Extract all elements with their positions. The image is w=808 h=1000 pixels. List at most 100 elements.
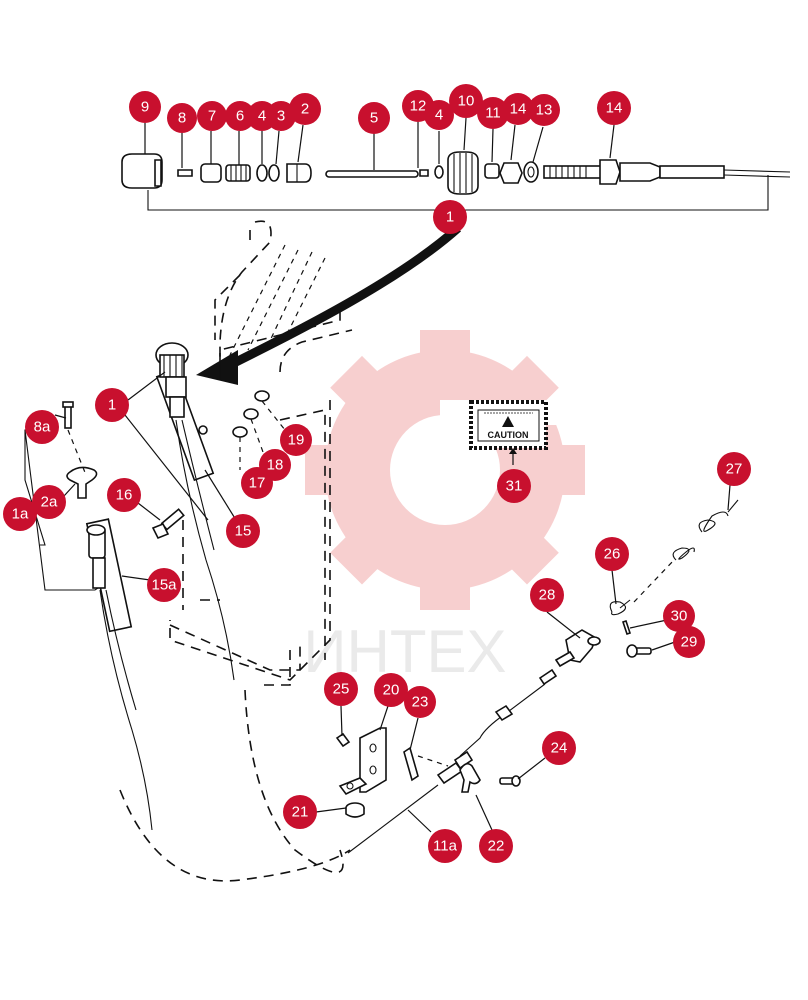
svg-text:29: 29 xyxy=(681,634,698,651)
washer-part-4b xyxy=(434,165,444,179)
callout-4b[interactable]: 4 xyxy=(424,100,454,130)
svg-text:21: 21 xyxy=(292,804,309,821)
callout-14a[interactable]: 14 xyxy=(502,93,534,125)
callout-8[interactable]: 8 xyxy=(167,103,197,133)
callout-22[interactable]: 22 xyxy=(479,829,513,863)
callout-31[interactable]: 31 xyxy=(497,469,531,503)
callout-10[interactable]: 10 xyxy=(449,84,483,118)
nut-part-14 xyxy=(499,162,523,184)
callout-19[interactable]: 19 xyxy=(280,424,312,456)
pointer-arrow xyxy=(196,224,462,385)
svg-text:3: 3 xyxy=(277,108,285,125)
screw-part-8 xyxy=(177,169,193,177)
callout-15[interactable]: 15 xyxy=(226,514,260,548)
tractor-outline xyxy=(119,220,353,882)
bushing-part-7 xyxy=(200,163,222,183)
svg-text:8a: 8a xyxy=(34,419,51,436)
rod-part-5 xyxy=(325,170,419,178)
pin-part-30 xyxy=(621,619,632,636)
svg-text:1a: 1a xyxy=(12,506,29,523)
callout-20[interactable]: 20 xyxy=(374,673,408,707)
svg-text:6: 6 xyxy=(236,108,244,125)
callout-6[interactable]: 6 xyxy=(225,101,255,131)
svg-text:13: 13 xyxy=(536,102,553,119)
callout-9[interactable]: 9 xyxy=(129,91,161,123)
control-knob xyxy=(155,342,189,418)
callout-30[interactable]: 30 xyxy=(663,600,695,632)
cable-housing-part-14 xyxy=(543,159,791,185)
washer-part-17 xyxy=(232,426,248,438)
svg-text:12: 12 xyxy=(410,98,427,115)
svg-text:22: 22 xyxy=(488,838,505,855)
svg-text:4: 4 xyxy=(258,108,266,125)
svg-text:30: 30 xyxy=(671,608,688,625)
callout-11a[interactable]: 11a xyxy=(428,829,462,863)
callout-leaders xyxy=(54,371,731,833)
callout-3[interactable]: 3 xyxy=(266,101,296,131)
svg-text:1: 1 xyxy=(108,397,116,414)
svg-text:7: 7 xyxy=(208,108,216,125)
top-exploded-assembly xyxy=(121,117,791,211)
svg-text:18: 18 xyxy=(267,457,284,474)
spring-clip-part-27 xyxy=(698,511,729,533)
callout-29[interactable]: 29 xyxy=(673,626,705,658)
spring-part-6 xyxy=(225,164,251,182)
knurled-nut-part-10 xyxy=(447,151,479,195)
svg-text:15: 15 xyxy=(235,523,252,540)
watermark: ИНТЕХ xyxy=(303,330,585,685)
callouts: 9 8 7 6 4 3 2 5 12 4 10 11 14 13 14 1 1 … xyxy=(3,84,751,863)
bracket-part-20 xyxy=(338,727,387,796)
callout-2a[interactable]: 2a xyxy=(32,485,66,519)
knob-part-9 xyxy=(121,153,163,189)
callout-7[interactable]: 7 xyxy=(197,101,227,131)
svg-text:17: 17 xyxy=(249,475,266,492)
svg-text:25: 25 xyxy=(333,681,350,698)
svg-text:1: 1 xyxy=(446,209,454,226)
callout-11[interactable]: 11 xyxy=(477,97,509,129)
svg-text:26: 26 xyxy=(604,546,621,563)
nut-part-2 xyxy=(286,163,312,183)
callout-14b[interactable]: 14 xyxy=(597,91,631,125)
linkage-parts xyxy=(335,499,739,854)
svg-text:8: 8 xyxy=(178,110,186,127)
callout-2[interactable]: 2 xyxy=(289,93,321,125)
svg-text:23: 23 xyxy=(412,694,429,711)
bushing-part-11 xyxy=(484,163,500,179)
knob-collar xyxy=(154,159,162,187)
clevis-part-28 xyxy=(554,629,601,668)
watermark-gear-icon xyxy=(305,330,585,610)
callout-28[interactable]: 28 xyxy=(530,578,564,612)
svg-text:14: 14 xyxy=(606,100,623,117)
throttle-control-assembly xyxy=(155,342,286,681)
callout-25[interactable]: 25 xyxy=(324,672,358,706)
warning-triangle-icon xyxy=(502,416,514,427)
washer-part-4 xyxy=(256,164,268,182)
callout-1a[interactable]: 1a xyxy=(3,497,37,531)
callout-16[interactable]: 16 xyxy=(107,478,141,512)
callout-24[interactable]: 24 xyxy=(542,731,576,765)
callout-15a[interactable]: 15a xyxy=(147,568,181,602)
svg-text:28: 28 xyxy=(539,587,556,604)
callout-26[interactable]: 26 xyxy=(595,537,629,571)
svg-text:10: 10 xyxy=(458,93,475,110)
caution-decal: CAUTION xyxy=(469,400,548,465)
svg-text:4: 4 xyxy=(435,107,443,124)
svg-text:19: 19 xyxy=(288,432,305,449)
callout-27[interactable]: 27 xyxy=(717,452,751,486)
svg-text:5: 5 xyxy=(370,110,378,127)
pin-part-12 xyxy=(419,169,429,177)
callout-5[interactable]: 5 xyxy=(358,102,390,134)
bolt-part-24 xyxy=(499,775,521,787)
callout-18[interactable]: 18 xyxy=(259,449,291,481)
callout-1-top[interactable]: 1 xyxy=(433,200,467,234)
nut-part-19 xyxy=(254,390,270,402)
callout-23[interactable]: 23 xyxy=(404,686,436,718)
svg-text:9: 9 xyxy=(141,99,149,116)
svg-text:16: 16 xyxy=(116,487,133,504)
callout-1-left[interactable]: 1 xyxy=(95,388,129,422)
svg-text:11: 11 xyxy=(485,105,501,122)
callout-13[interactable]: 13 xyxy=(528,94,560,126)
callout-8a[interactable]: 8a xyxy=(25,410,59,444)
callout-21[interactable]: 21 xyxy=(283,795,317,829)
